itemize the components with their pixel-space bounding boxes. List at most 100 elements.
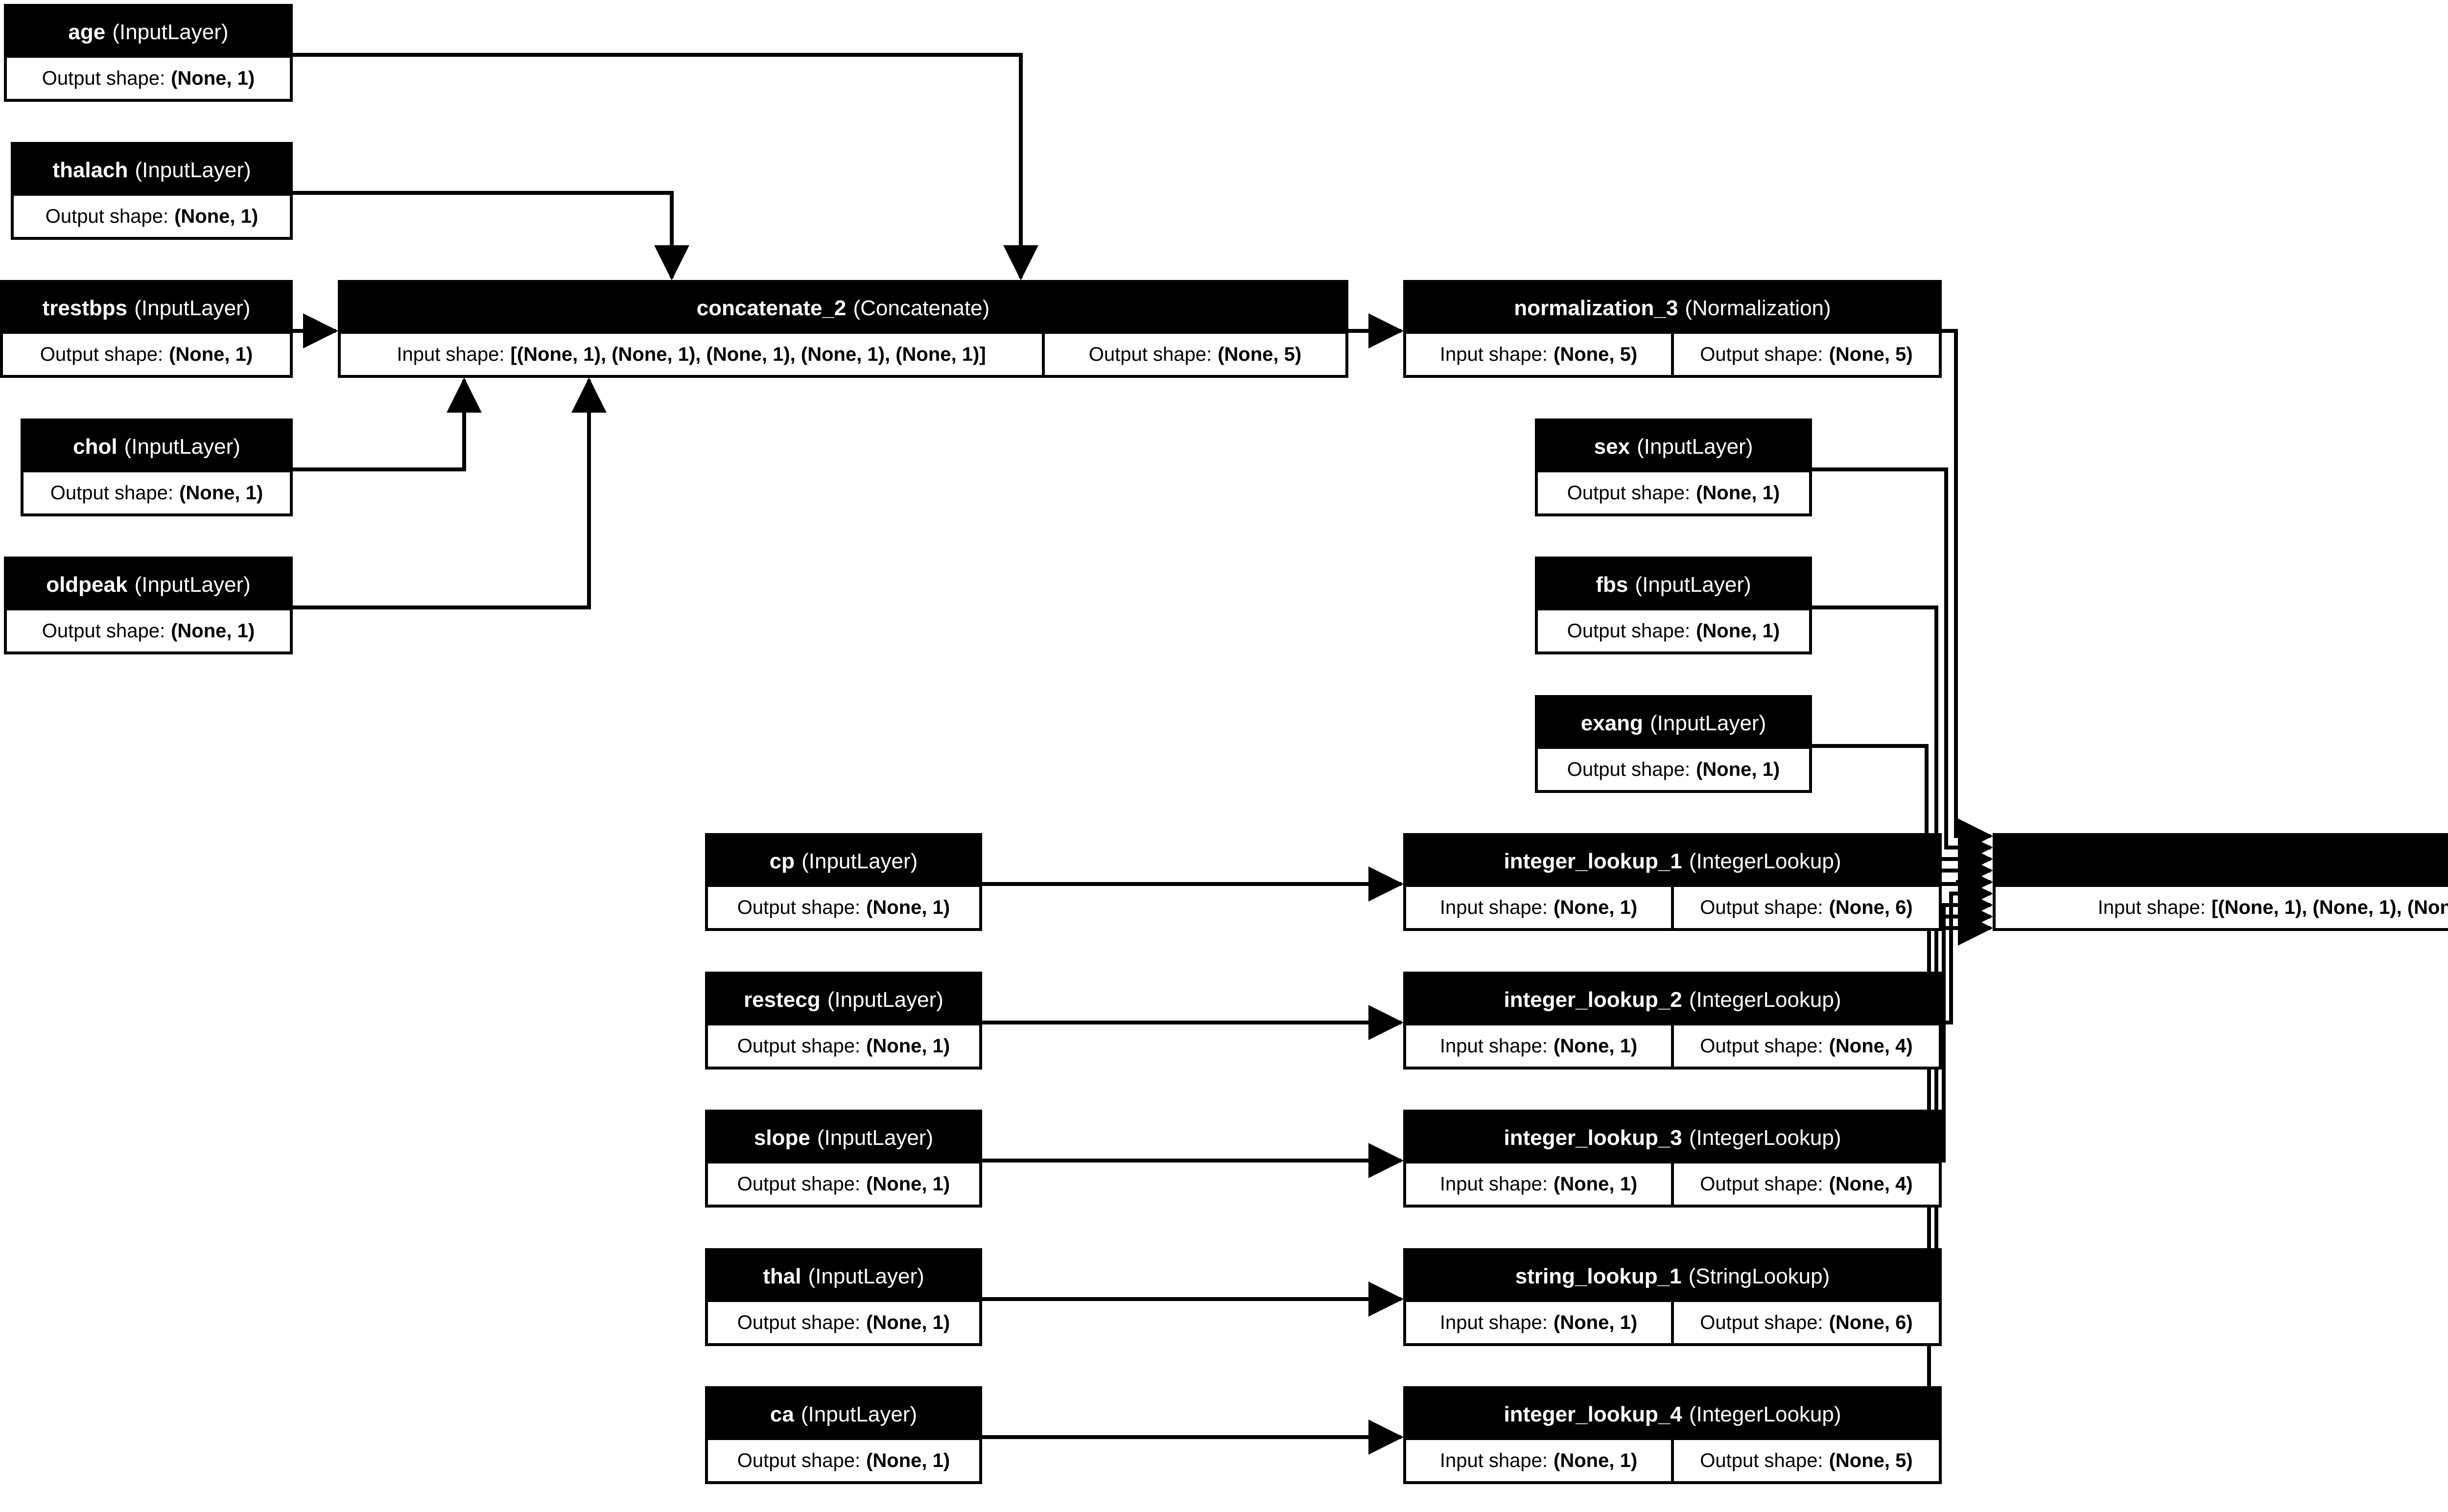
layer-node-integer_lookup_2: integer_lookup_2(IntegerLookup)Input sha… xyxy=(1403,972,1942,1070)
shape-row-slope: Output shape:(None, 1) xyxy=(708,1163,979,1205)
input-shape-value-concatenate_3: [(None, 1), (None, 1), (None, 1), (None,… xyxy=(2211,896,2448,918)
layer-class-trestbps: (InputLayer) xyxy=(134,296,251,320)
shape-row-age: Output shape:(None, 1) xyxy=(7,58,290,99)
edge xyxy=(293,377,607,609)
layer-title-fbs: fbs(InputLayer) xyxy=(1538,559,1809,610)
input-shape-value-normalization_3: (None, 5) xyxy=(1554,343,1638,365)
layer-title-concatenate_2: concatenate_2(Concatenate) xyxy=(341,283,1345,334)
output-shape-label: Output shape: xyxy=(1700,1311,1823,1333)
layer-class-age: (InputLayer) xyxy=(112,20,229,44)
edge xyxy=(1934,899,1993,1301)
layer-node-thal: thal(InputLayer)Output shape:(None, 1) xyxy=(705,1248,982,1346)
shape-row-string_lookup_1: Input shape:(None, 1) Output shape: (None,… xyxy=(1406,1302,1939,1343)
input-shape-label: Input shape: xyxy=(1439,343,1548,365)
layer-name-fbs: fbs xyxy=(1596,573,1628,597)
layer-title-trestbps: trestbps(InputLayer) xyxy=(3,283,290,334)
shape-row-integer_lookup_1: Input shape:(None, 1) Output shape: (None,… xyxy=(1406,887,1939,928)
layer-name-cp: cp xyxy=(769,849,795,873)
output-shape-value-chol: (None, 1) xyxy=(179,482,263,504)
shape-row-integer_lookup_2: Input shape:(None, 1)Output shape:(None,… xyxy=(1406,1025,1939,1067)
layer-name-integer_lookup_1: integer_lookup_1 xyxy=(1504,849,1682,873)
shape-row-thalach: Output shape:(None, 1) xyxy=(14,196,290,237)
output-shape-value-exang: (None, 1) xyxy=(1696,758,1780,780)
output-shape-value-thal: (None, 1) xyxy=(866,1311,950,1333)
output-shape-value-integer_lookup_1: (None, 6) xyxy=(1829,896,1913,918)
input-shape-label: Input shape: xyxy=(397,343,505,365)
shape-row-concatenate_2: Input shape:[(None, 1), (None, 1), (None… xyxy=(341,334,1345,375)
output-shape-value-trestbps: (None, 1) xyxy=(169,343,253,365)
layer-title-chol: chol(InputLayer) xyxy=(24,421,290,472)
layer-title-thalach: thalach(InputLayer) xyxy=(14,145,290,196)
layer-name-slope: slope xyxy=(753,1126,810,1150)
output-shape-value-cp: (None, 1) xyxy=(866,896,950,918)
layer-name-ca: ca xyxy=(770,1402,794,1426)
output-shape-value-integer_lookup_2: (None, 4) xyxy=(1829,1035,1913,1057)
input-shape-cell-integer_lookup_4: Input shape:(None, 1) xyxy=(1406,1440,1671,1481)
output-shape-label: Output shape: xyxy=(1567,758,1691,780)
layer-name-concatenate_2: concatenate_2 xyxy=(696,296,847,320)
output-shape-label: Output shape: xyxy=(1700,343,1823,365)
output-shape-cell-exang: Output shape:(None, 1) xyxy=(1538,749,1809,790)
input-shape-value-concatenate_2: [(None, 1), (None, 1), (None, 1), (None,… xyxy=(510,343,986,365)
layer-node-chol: chol(InputLayer)Output shape:(None, 1) xyxy=(21,419,293,516)
input-shape-cell-integer_lookup_1: Input shape:(None, 1) xyxy=(1406,887,1671,928)
output-shape-label: Output shape: xyxy=(1700,1449,1823,1471)
layer-title-cp: cp(InputLayer) xyxy=(708,836,979,887)
layer-node-integer_lookup_4: integer_lookup_4(IntegerLookup)Input sha… xyxy=(1403,1386,1942,1484)
input-shape-label: Input shape: xyxy=(1439,896,1548,918)
output-shape-cell-slope: Output shape:(None, 1) xyxy=(708,1163,979,1205)
layer-class-exang: (InputLayer) xyxy=(1650,711,1766,735)
layer-class-string_lookup_1: (StringLookup) xyxy=(1688,1264,1830,1288)
layer-class-normalization_3: (Normalization) xyxy=(1685,296,1831,320)
layer-class-restecg: (InputLayer) xyxy=(827,988,943,1012)
output-shape-label: Output shape: xyxy=(1567,620,1691,642)
layer-title-string_lookup_1: string_lookup_1(StringLookup) xyxy=(1406,1251,1939,1302)
layer-class-thal: (InputLayer) xyxy=(808,1264,924,1288)
output-shape-label: Output shape: xyxy=(737,1449,861,1471)
output-shape-label: Output shape: xyxy=(737,1035,861,1057)
edge xyxy=(1942,876,1993,1024)
layer-name-restecg: restecg xyxy=(744,988,821,1012)
output-shape-value-string_lookup_1: (None, 6) xyxy=(1829,1311,1913,1333)
output-shape-value-fbs: (None, 1) xyxy=(1696,620,1780,642)
layer-node-age: age(InputLayer)Output shape:(None, 1) xyxy=(4,4,293,102)
output-shape-cell-string_lookup_1: Output shape: (None, 6) xyxy=(1674,1302,1939,1343)
output-shape-value-integer_lookup_3: (None, 4) xyxy=(1829,1173,1913,1195)
output-shape-label: Output shape: xyxy=(1700,1035,1823,1057)
layer-name-exang: exang xyxy=(1580,711,1643,735)
output-shape-label: Output shape: xyxy=(1567,482,1691,504)
layer-name-integer_lookup_3: integer_lookup_3 xyxy=(1504,1126,1682,1150)
layer-title-oldpeak: oldpeak(InputLayer) xyxy=(7,559,290,610)
layer-title-integer_lookup_1: integer_lookup_1(IntegerLookup) xyxy=(1406,836,1939,887)
layer-name-trestbps: trestbps xyxy=(42,296,128,320)
input-shape-label: Input shape: xyxy=(2097,896,2206,918)
input-shape-cell-integer_lookup_3: Input shape:(None, 1) xyxy=(1406,1163,1671,1205)
output-shape-value-slope: (None, 1) xyxy=(866,1173,950,1195)
input-shape-label: Input shape: xyxy=(1439,1035,1548,1057)
input-shape-cell-concatenate_3: Input shape:[(None, 1), (None, 1), (None… xyxy=(1996,887,2448,928)
layer-node-string_lookup_1: string_lookup_1(StringLookup)Input shape… xyxy=(1403,1248,1942,1346)
layer-name-integer_lookup_4: integer_lookup_4 xyxy=(1504,1402,1682,1426)
shape-row-exang: Output shape:(None, 1) xyxy=(1538,749,1809,790)
layer-title-concatenate_3: concatenate_3(Concatenate) xyxy=(1996,836,2448,887)
layer-node-normalization_3: normalization_3(Normalization)Input shap… xyxy=(1403,280,1942,378)
input-shape-value-string_lookup_1: (None, 1) xyxy=(1554,1311,1638,1333)
input-shape-value-integer_lookup_3: (None, 1) xyxy=(1554,1173,1638,1195)
output-shape-label: Output shape: xyxy=(42,67,165,89)
layer-title-age: age(InputLayer) xyxy=(7,7,290,58)
layer-title-thal: thal (InputLayer) xyxy=(708,1251,979,1302)
layer-node-restecg: restecg(InputLayer)Output shape:(None, 1… xyxy=(705,972,982,1070)
layer-class-ca: (InputLayer) xyxy=(800,1402,918,1426)
output-shape-cell-concatenate_2: Output shape:(None, 5) xyxy=(1045,334,1345,375)
output-shape-label: Output shape: xyxy=(1700,896,1823,918)
edge xyxy=(1942,887,1993,1163)
layer-title-sex: sex(InputLayer) xyxy=(1538,421,1809,472)
output-shape-value-concatenate_2: (None, 5) xyxy=(1218,343,1302,365)
layer-name-thal: thal xyxy=(763,1264,801,1288)
layer-name-chol: chol xyxy=(73,435,118,459)
layer-node-trestbps: trestbps(InputLayer)Output shape:(None, … xyxy=(0,280,293,378)
layer-name-age: age xyxy=(68,20,106,44)
edge xyxy=(1942,864,1993,900)
input-shape-cell-string_lookup_1: Input shape:(None, 1) xyxy=(1406,1302,1671,1343)
